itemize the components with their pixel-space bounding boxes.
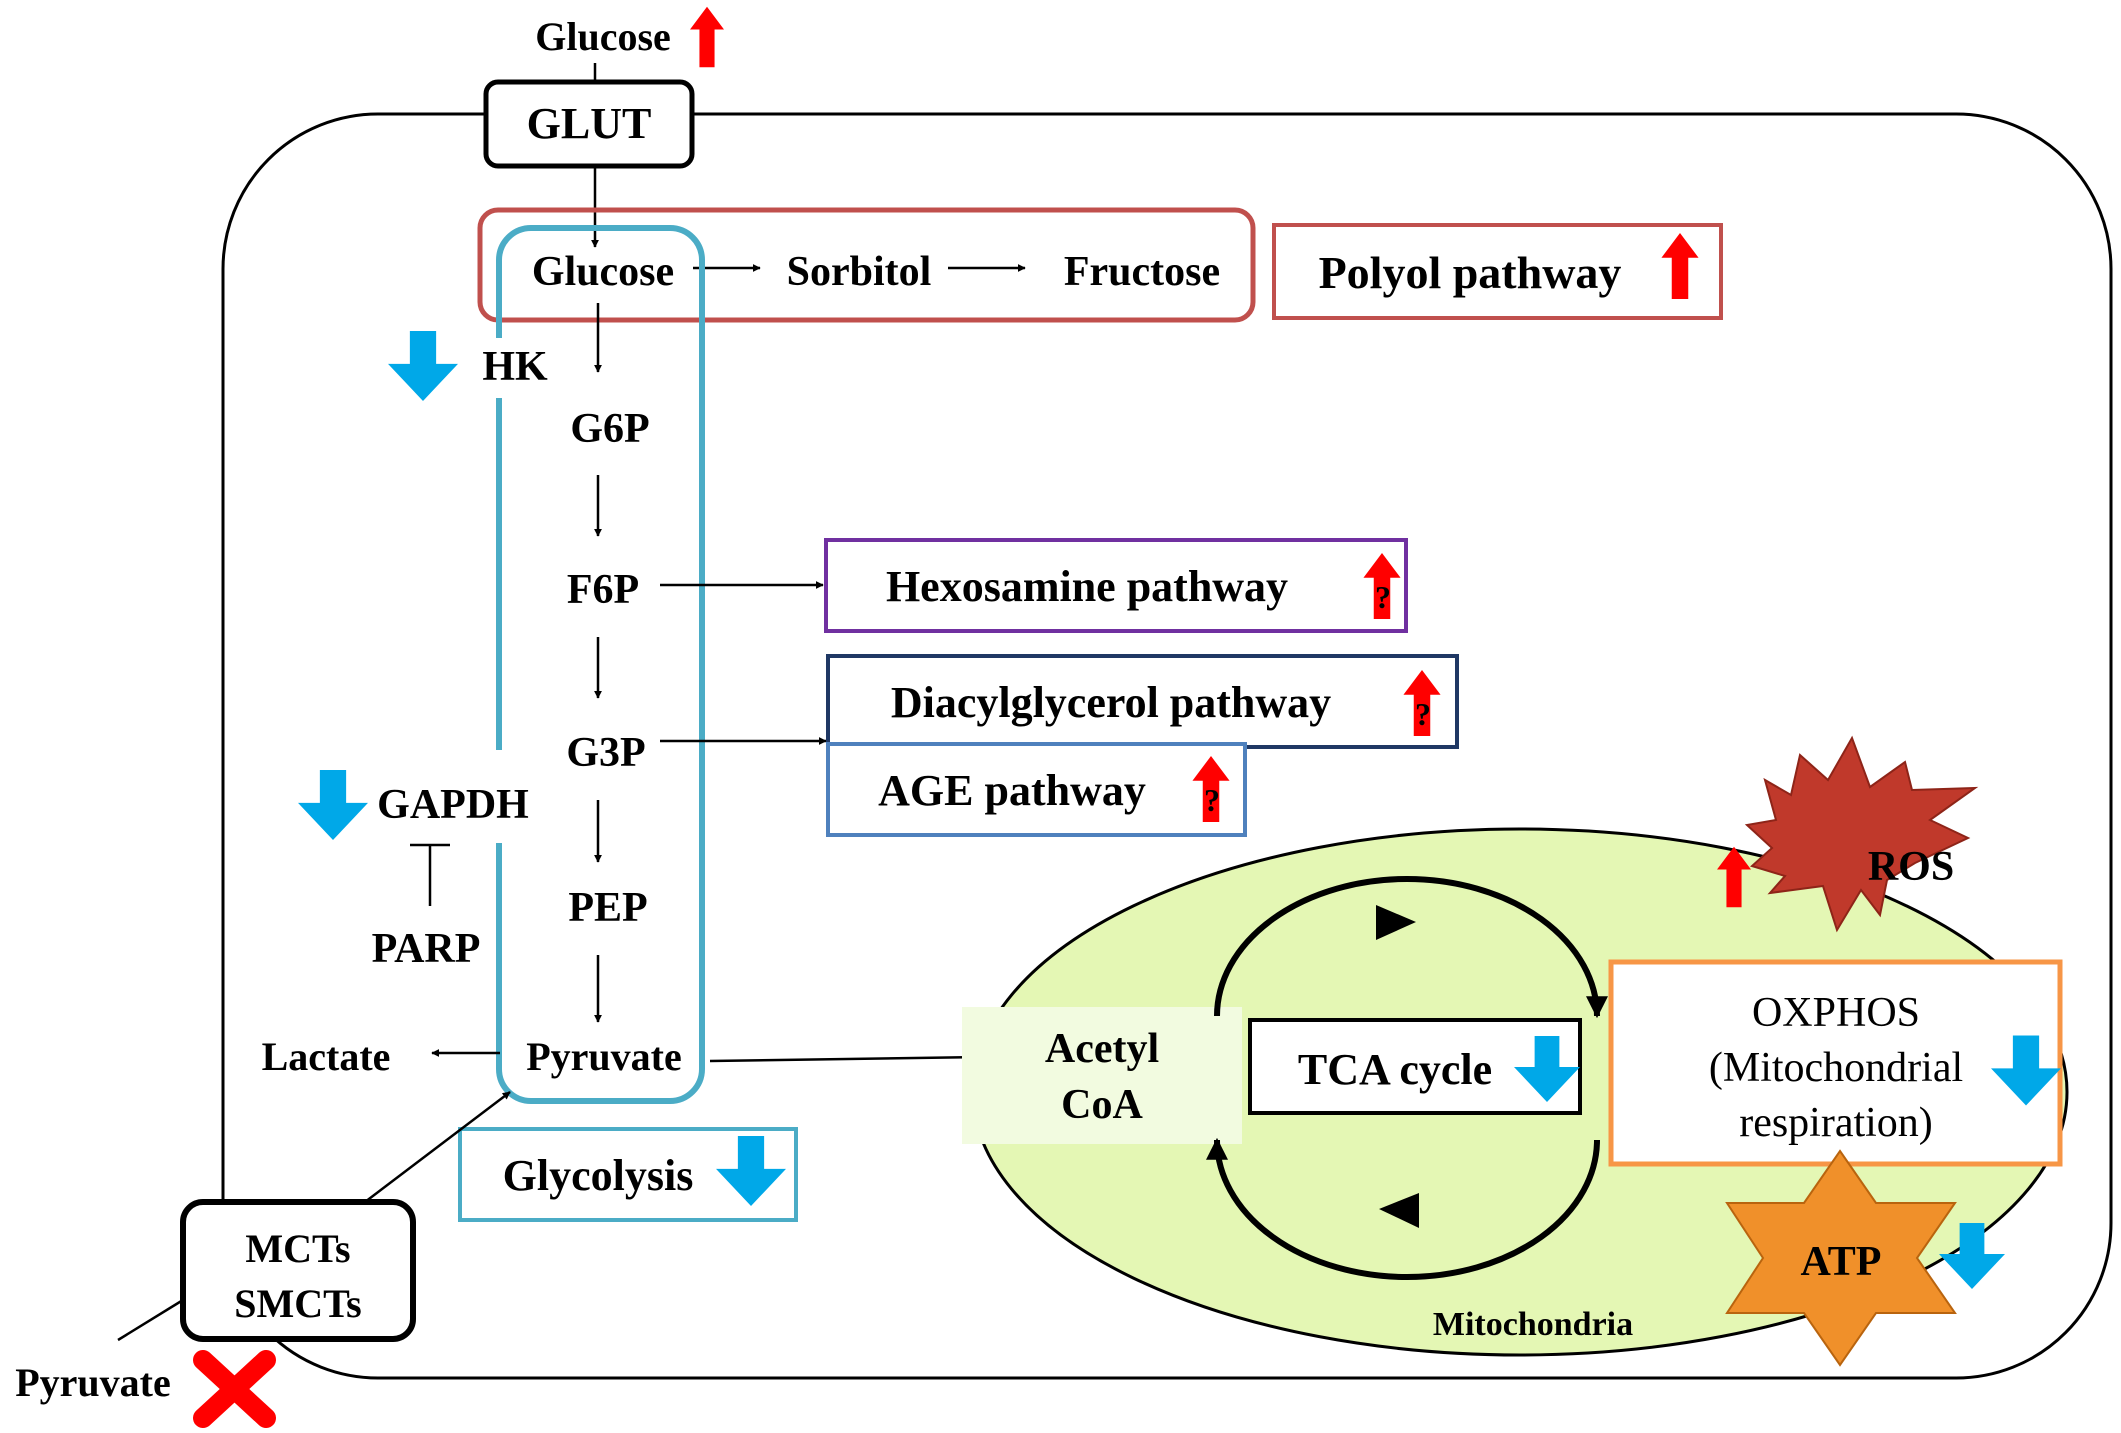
mct-to-pyruvate-arrow [364,1091,511,1203]
tca-cycle-label: TCA cycle [1298,1045,1492,1094]
mitochondria-label: Mitochondria [1433,1306,1633,1343]
tca-cycle-box [1248,1018,1582,1115]
polyol-box [477,207,1256,323]
glycolysis-bracket [496,225,705,1104]
oxphos-box [1608,959,2063,1167]
oxphos-label: OXPHOS [1752,990,1920,1036]
tca-arrowhead-top [1376,905,1416,940]
pyruvate-label: Pyruvate [526,1034,682,1079]
respiration-label: respiration) [1739,1100,1933,1146]
glut-label: GLUT [527,99,652,148]
f6p-label: F6P [567,567,639,613]
up-arrow-icon [690,6,724,68]
glucose-input-label: Glucose [535,14,671,59]
tca-arrowhead-bottom [1379,1193,1419,1228]
parp-label: PARP [372,926,481,972]
coa-label: CoA [1061,1082,1143,1128]
ros-starburst [1744,735,1979,933]
hexosamine-pathway-label: Hexosamine pathway [886,562,1288,611]
mcts-label: MCTs [245,1226,350,1271]
smcts-label: SMCTs [234,1281,361,1326]
ros-label: ROS [1868,844,1954,890]
fructose-label: Fructose [1064,249,1220,295]
age-pathway-box [826,742,1247,837]
mct-transporter-box [180,1199,416,1342]
atp-label: ATP [1801,1239,1882,1285]
down-arrow-icon [388,331,458,401]
glut-box [483,79,695,169]
acetylcoa-box [962,1007,1242,1144]
hexosamine-pathway-box [824,538,1408,633]
polyol-pathway-box [1272,223,1723,320]
pyruvate-entry-line [117,1298,184,1342]
glycolysis-label: Glycolysis [503,1151,694,1200]
down-arrow-icon [298,770,368,840]
acetyl-label: Acetyl [1045,1026,1159,1072]
diacylglycerol-pathway-label: Diacylglycerol pathway [891,678,1331,727]
pep-label: PEP [568,885,647,931]
gapdh-label: GAPDH [377,782,529,828]
tca-cycle-arc-bottom [1206,1137,1600,1280]
glucose-label: Glucose [532,249,674,295]
pyruvate-to-acetylcoa-arrow [709,1053,984,1063]
g6p-label: G6P [570,406,649,452]
age-pathway-label: AGE pathway [878,766,1146,815]
g3p-label: G3P [566,730,645,776]
atp-star [1725,1149,1957,1367]
pyruvate-external-label: Pyruvate [15,1360,171,1405]
cell-membrane [221,112,2113,1380]
uncertain-mark: ? [1204,782,1220,818]
uncertain-mark: ? [1375,579,1391,615]
sorbitol-label: Sorbitol [787,249,932,295]
diacylglycerol-pathway-box [826,654,1459,749]
x-icon [193,1350,276,1428]
lactate-label: Lactate [262,1034,391,1079]
polyol-pathway-label: Polyol pathway [1319,247,1622,298]
tca-cycle-arc-top [1214,876,1608,1019]
mitochondrial-label: (Mitochondrial [1709,1045,1963,1091]
hk-label: HK [482,344,548,390]
uncertain-mark: ? [1415,696,1431,732]
